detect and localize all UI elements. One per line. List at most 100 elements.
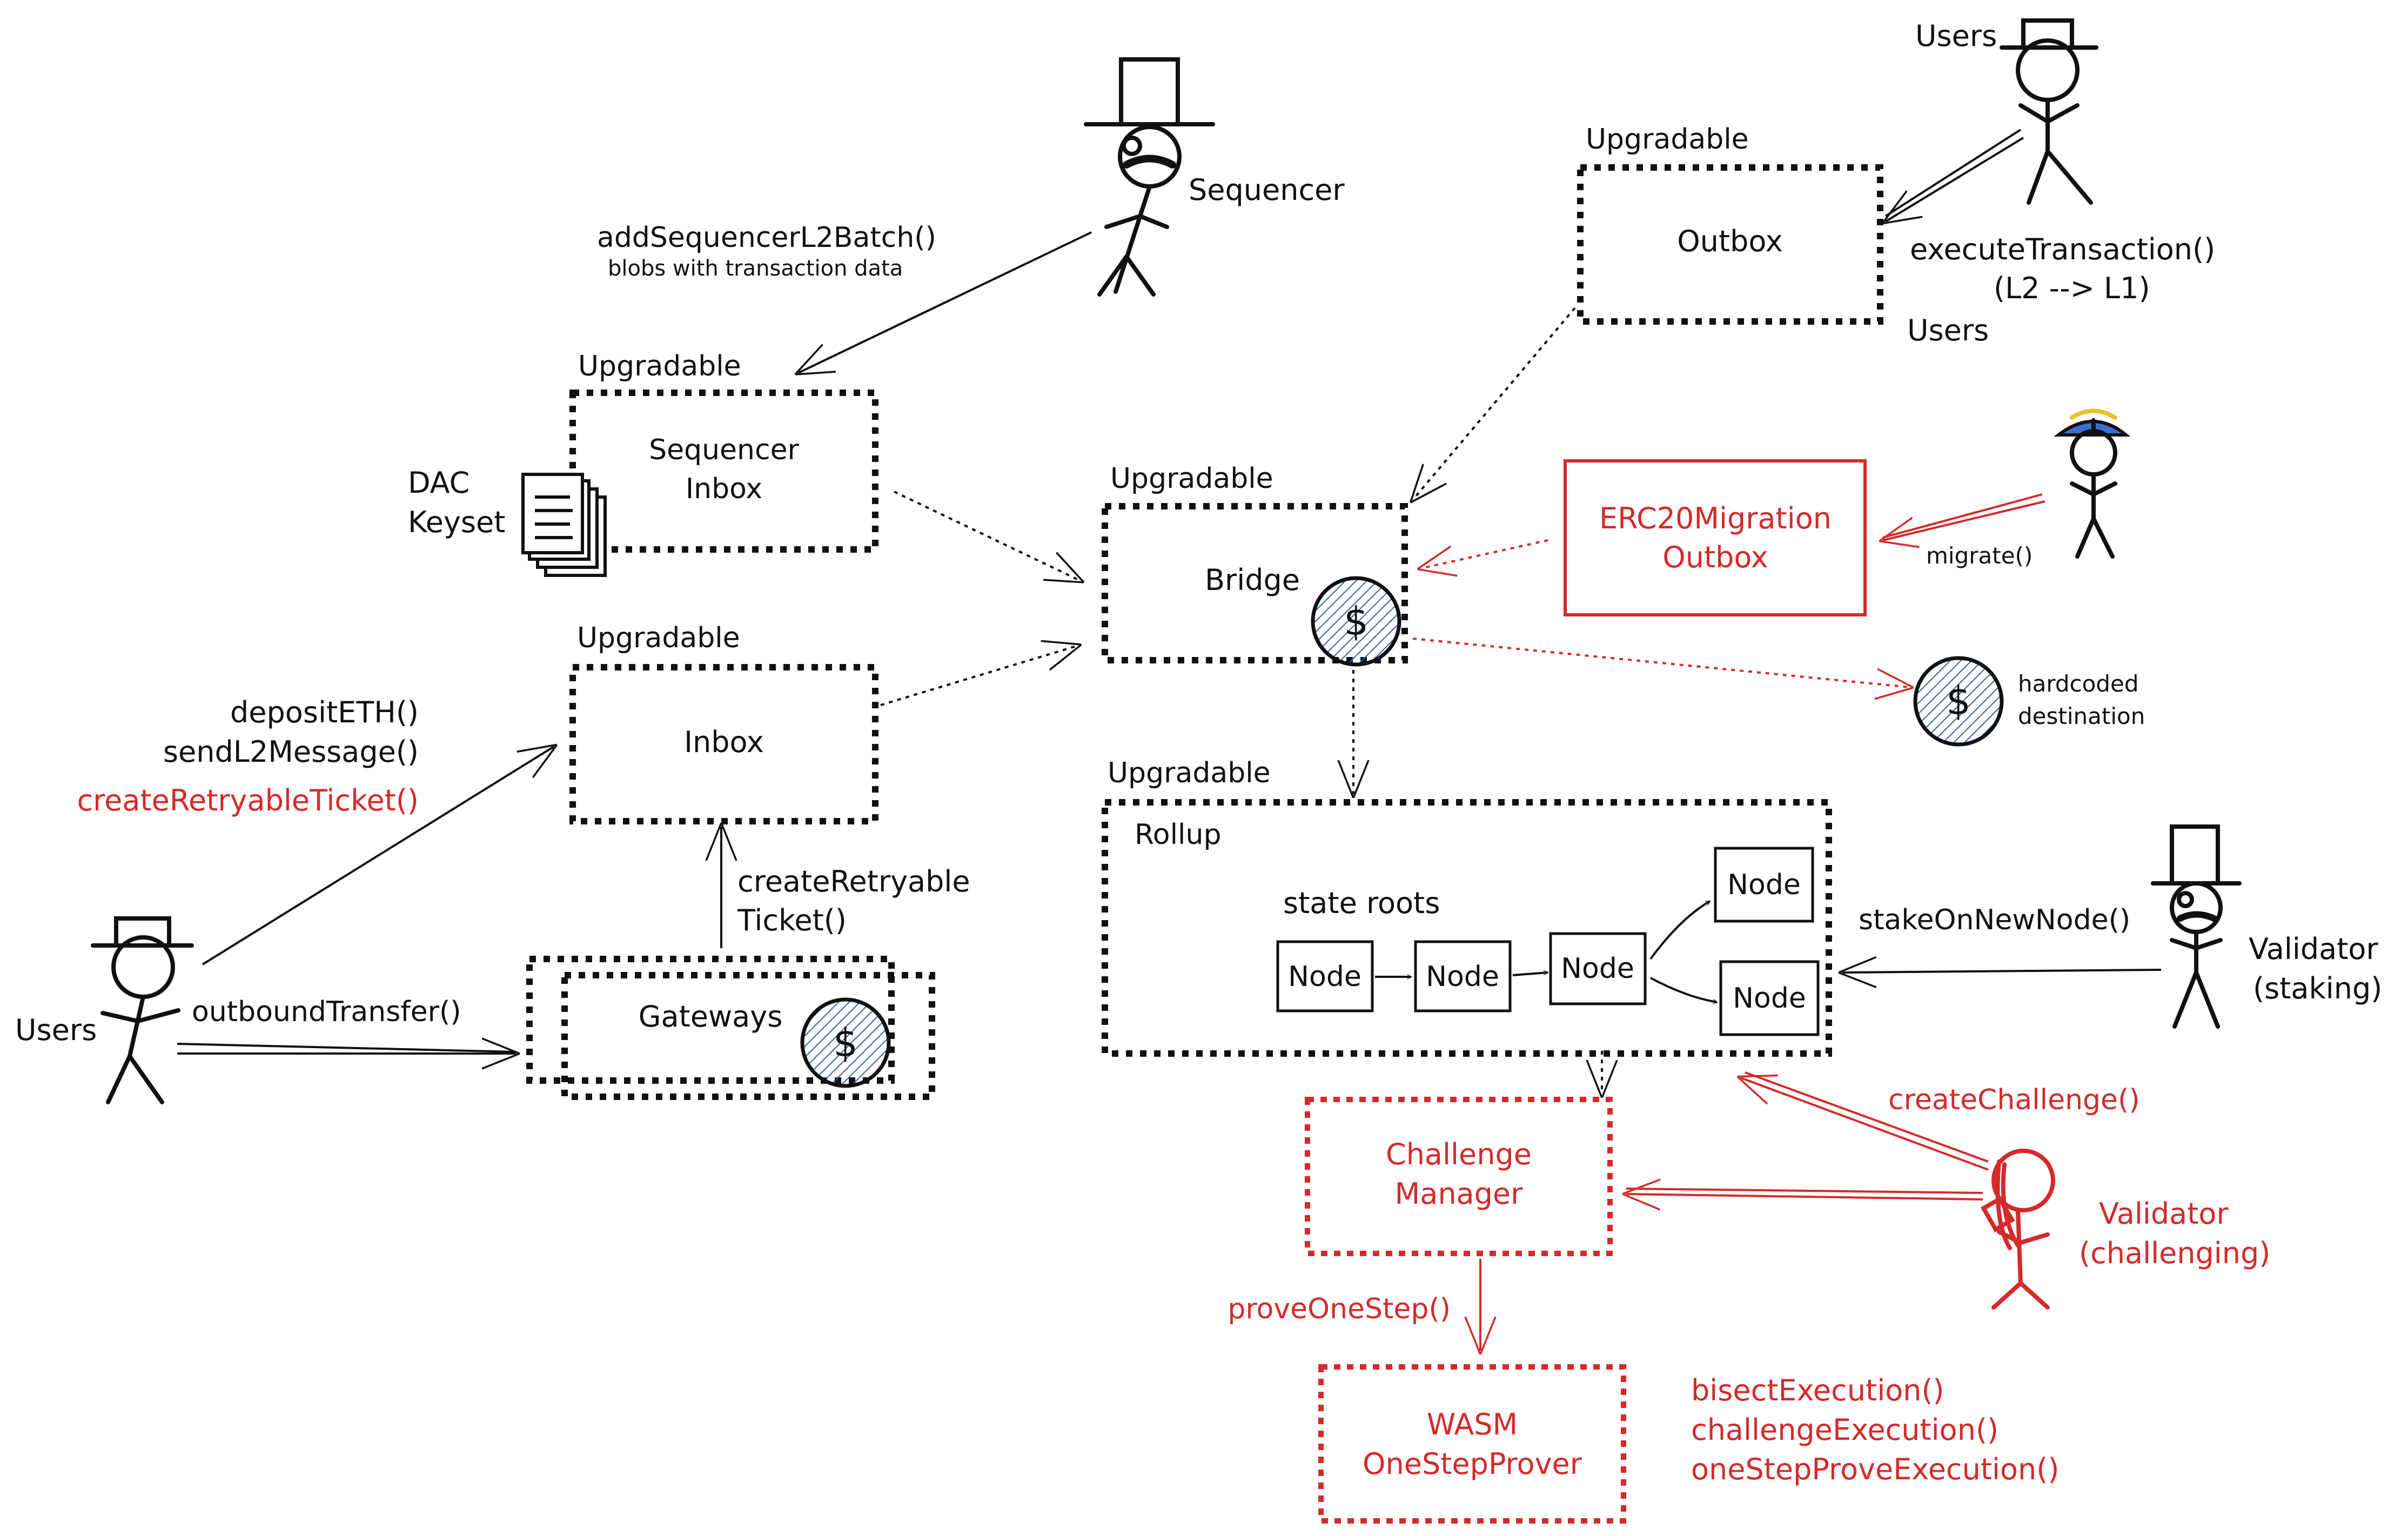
challenge-manager-title-2: Manager	[1395, 1177, 1523, 1211]
outbox-box	[1577, 164, 1883, 325]
users-left-label: Users	[15, 1013, 97, 1047]
erc20-to-bridge-link	[1421, 539, 1548, 568]
deposit-eth-call: depositETH()	[230, 695, 419, 729]
node-5-label: Node	[1733, 982, 1806, 1015]
migrate-arrow	[1883, 500, 2045, 540]
stake-arrow	[1842, 970, 2162, 972]
create-challenge-arrow	[1741, 1078, 1989, 1171]
one-step-prove-execution-call: oneStepProveExecution()	[1691, 1452, 2059, 1486]
users-to-gateways-line-1	[177, 1043, 517, 1053]
challenge-manager-box	[1305, 1097, 1613, 1256]
sequencer-inbox-to-bridge-link	[894, 491, 1081, 581]
bridge-box	[1102, 503, 1408, 663]
validator-to-challenge-line-1	[1626, 1188, 1983, 1194]
inbox-to-bridge-link	[880, 646, 1078, 706]
create-challenge-call: createChallenge()	[1888, 1084, 2140, 1116]
validator-challenging-actor-icon	[1980, 1149, 2055, 1310]
state-roots-label: state roots	[1283, 886, 1440, 920]
validator-to-challenge-arrow	[1626, 1194, 1983, 1199]
validator-challenging-label-2: (challenging)	[2079, 1236, 2270, 1270]
bisect-execution-call: bisectExecution()	[1691, 1373, 1944, 1407]
node-4-box	[1714, 847, 1814, 923]
node-3-box	[1549, 932, 1647, 1005]
wasm-one-step-prover-box	[1318, 1364, 1626, 1524]
users-top-label: Users	[1915, 19, 1997, 53]
l2-to-l1-note: (L2 --> L1)	[1994, 271, 2150, 305]
node-1-label: Node	[1288, 961, 1361, 993]
add-sequencer-batch-call: addSequencerL2Batch()	[597, 222, 936, 254]
users-top-right-actor-icon	[2000, 18, 2098, 205]
challenge-manager-title-1: Challenge	[1386, 1137, 1532, 1171]
hardcoded-coin-dollar: $	[1946, 678, 1971, 723]
hardcoded-label-2: destination	[2018, 703, 2145, 729]
challenge-execution-call: challengeExecution()	[1691, 1413, 1998, 1447]
outbound-transfer-call: outboundTransfer()	[192, 996, 461, 1028]
node-3-label: Node	[1561, 953, 1634, 985]
gateways-coin-icon: $	[800, 997, 891, 1088]
outbox-to-bridge-link	[1413, 307, 1576, 500]
create-retryable-line-1: createRetryable	[737, 864, 970, 898]
create-retryable-ticket-call: createRetryableTicket()	[77, 783, 419, 817]
node-5-box	[1719, 960, 1820, 1036]
rollup-box	[1102, 799, 1832, 1057]
node-2-label: Node	[1426, 961, 1499, 993]
validator-staking-actor-icon	[2151, 824, 2242, 1029]
stake-on-new-node-call: stakeOnNewNode()	[1859, 904, 2130, 936]
inbox-box	[569, 664, 878, 824]
users-to-outbox-line-1	[1884, 129, 2022, 217]
inbox-upgradable: Upgradable	[577, 622, 740, 654]
migrate-call: migrate()	[1926, 542, 2033, 569]
hardcoded-coin-icon: $	[1913, 656, 2004, 747]
sequencer-inbox-title-1: Sequencer	[649, 434, 799, 466]
create-challenge-line-1	[1745, 1071, 1989, 1163]
wasm-title-2: OneStepProver	[1363, 1447, 1582, 1481]
inbox-title: Inbox	[684, 725, 764, 759]
keyset-label: Keyset	[408, 505, 505, 539]
create-retryable-line-2: Ticket()	[737, 903, 847, 937]
rollup-title: Rollup	[1135, 819, 1221, 851]
dac-label: DAC	[408, 466, 469, 500]
users-left-actor-icon	[91, 916, 194, 1104]
erc20-title-2: Outbox	[1662, 540, 1768, 574]
node-3-to-4-arrow	[1649, 900, 1710, 960]
validator-staking-label-2: (staking)	[2253, 971, 2382, 1005]
sequencer-inbox-upgradable: Upgradable	[578, 350, 741, 383]
gateways-box-back	[526, 956, 895, 1084]
document-stack-icon	[521, 473, 607, 577]
gateways-box-front	[561, 972, 935, 1100]
blobs-note: blobs with transaction data	[608, 256, 903, 281]
propeller-cap-user-icon	[2054, 408, 2131, 559]
outbox-title: Outbox	[1677, 224, 1783, 258]
bridge-to-hardcoded-link	[1412, 638, 1910, 687]
erc20-title-1: ERC20Migration	[1599, 501, 1832, 535]
wasm-title-1: WASM	[1427, 1407, 1518, 1441]
users-to-inbox-arrow	[202, 747, 554, 965]
sequencer-inbox-box	[569, 390, 878, 553]
node-2-to-3-arrow	[1512, 972, 1548, 976]
sequencer-inbox-title-2: Inbox	[686, 473, 762, 505]
bridge-coin-dollar: $	[1344, 599, 1369, 644]
validator-staking-label-1: Validator	[2249, 932, 2378, 966]
node-1-box	[1276, 940, 1374, 1012]
node-4-label: Node	[1727, 869, 1801, 901]
users-bottom-label: Users	[1907, 313, 1989, 347]
erc20-migration-outbox-box	[1564, 459, 1867, 616]
rollup-upgradable: Upgradable	[1108, 757, 1271, 789]
execute-transaction-call: executeTransaction()	[1910, 232, 2215, 266]
gateways-coin-dollar: $	[833, 1020, 858, 1065]
sequencer-label: Sequencer	[1189, 173, 1345, 207]
outbox-upgradable: Upgradable	[1586, 123, 1749, 156]
hardcoded-label-1: hardcoded	[2018, 670, 2139, 697]
users-to-outbox-arrow	[1886, 137, 2024, 222]
node-3-to-5-arrow	[1650, 977, 1717, 1002]
send-l2-message-call: sendL2Message()	[163, 735, 419, 769]
bridge-upgradable: Upgradable	[1110, 462, 1273, 495]
migrate-line-1	[1882, 493, 2043, 539]
sequencer-to-inbox-arrow	[799, 231, 1092, 373]
bridge-title: Bridge	[1205, 563, 1300, 597]
prove-one-step-call: proveOneStep()	[1228, 1293, 1451, 1325]
validator-challenging-label-1: Validator	[2099, 1197, 2229, 1231]
sequencer-actor-icon	[1084, 57, 1215, 297]
bridge-coin-icon: $	[1311, 576, 1401, 667]
